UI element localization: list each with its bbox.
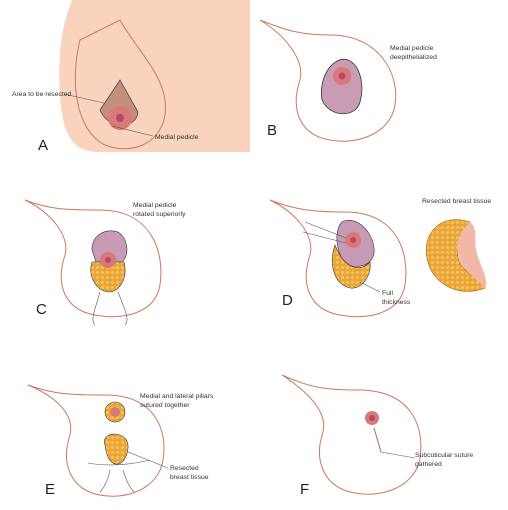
panel-letter-d: D bbox=[282, 292, 293, 309]
fat-pillars-c bbox=[90, 261, 126, 293]
label-subcuticular-suture: Subcuticular suture bbox=[415, 452, 473, 459]
nipple-e bbox=[110, 407, 120, 417]
resected-tissue-skin-d bbox=[457, 222, 487, 288]
pedicle-c bbox=[91, 230, 128, 263]
panel-letter-e: E bbox=[45, 481, 55, 498]
breast-b bbox=[259, 19, 397, 142]
label-medial-pedicle-c: Medial pedicle bbox=[133, 202, 177, 209]
label-gathered: gathered bbox=[415, 461, 442, 468]
panel-e: Medial and lateral pillars sutured toget… bbox=[27, 384, 214, 498]
panel-c: Medial pedicle rotated superiorly C bbox=[24, 199, 186, 326]
label-medial-pedicle: Medial pedicle bbox=[155, 134, 199, 141]
label-deepithelialized: deepithelialized bbox=[390, 54, 437, 61]
panel-letter-f: F bbox=[300, 481, 309, 498]
fat-pillar-d bbox=[331, 244, 371, 289]
label-thickness: thickness bbox=[382, 299, 411, 306]
label-full: Full bbox=[382, 290, 393, 297]
suture-line-f bbox=[373, 427, 382, 453]
panel-letter-c: C bbox=[36, 301, 47, 318]
panel-b: Medial pedicle deepithelialized B bbox=[259, 19, 437, 142]
panel-a: Area to be resected Medial pedicle A bbox=[12, 0, 251, 154]
label-medial-pedicle-b: Medial pedicle bbox=[390, 45, 434, 52]
nipple-a bbox=[116, 114, 124, 122]
pillars-e bbox=[104, 433, 129, 465]
nipple-b bbox=[338, 72, 346, 80]
label-area-to-be-resected: Area to be resected bbox=[12, 91, 72, 98]
breast-f bbox=[281, 374, 422, 495]
breast-c bbox=[24, 199, 162, 318]
label-medial-lateral-pillars: Medial and lateral pillars bbox=[140, 393, 214, 400]
breast-d bbox=[269, 199, 407, 318]
label-rotated-superiorly: rotated superiorly bbox=[133, 211, 186, 218]
label-breast-tissue-e: breast tissue bbox=[170, 474, 209, 481]
keyhole-outline-b bbox=[321, 58, 363, 115]
panel-letter-a: A bbox=[38, 137, 48, 154]
label-sutured-together: sutured together bbox=[140, 402, 190, 409]
panel-letter-b: B bbox=[267, 122, 277, 139]
panel-f: Subcuticular suture gathered F bbox=[281, 374, 473, 498]
nipple-f bbox=[369, 415, 375, 421]
breast-e bbox=[27, 384, 165, 497]
label-resected-e: Resected bbox=[170, 465, 199, 472]
label-resected-breast-tissue-d: Resected breast tissue bbox=[422, 198, 491, 205]
breast-a bbox=[74, 19, 167, 150]
nipple-d bbox=[350, 237, 356, 243]
panel-d: Full thickness Resected breast tissue D bbox=[269, 198, 491, 318]
nipple-c bbox=[105, 257, 111, 263]
